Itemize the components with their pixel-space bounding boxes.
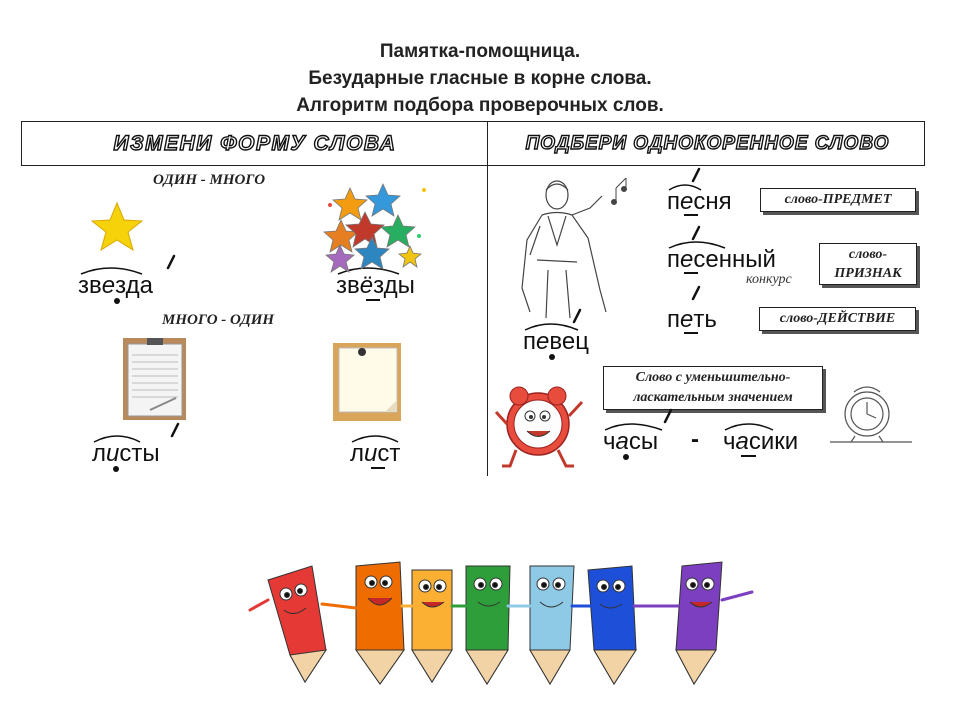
- root-arc-listy: [93, 435, 141, 443]
- dash: -: [691, 426, 699, 453]
- tag-adjective: слово- ПРИЗНАК: [819, 243, 917, 285]
- unstressed-dots: [113, 298, 629, 472]
- page-title: Памятка-помощница. Безударные гласные в …: [0, 38, 960, 119]
- left-column-header: ИЗМЕНИ ФОРМУ СЛОВА: [113, 131, 397, 155]
- tag-diminutive-line-1: Слово с уменьшительно-: [635, 370, 791, 385]
- right-column-header: ПОДБЕРИ ОДНОКОРЕННОЕ СЛОВО: [525, 132, 890, 154]
- singer-man-icon: [521, 180, 607, 319]
- word-pesenny: песенный: [667, 246, 776, 273]
- tag-diminutive-line-2: ласкательным значением: [633, 390, 793, 405]
- cartoon-pencils-icon: [248, 561, 754, 685]
- stress-listy: [170, 422, 180, 438]
- root-arc-chasy: [604, 423, 663, 431]
- root-arc-pesnya: [668, 184, 702, 191]
- root-arc-pesenny: [668, 241, 726, 249]
- column-divider: [487, 166, 488, 476]
- notepad-sheet-icon: [123, 338, 186, 420]
- dot-zvezda: [114, 298, 120, 304]
- columns-header-frame: [21, 121, 925, 166]
- dot-listy: [113, 466, 119, 472]
- stress-chasy: [663, 408, 673, 424]
- label-one-many: ОДИН - МНОГО: [153, 172, 266, 188]
- root-arc-list: [351, 435, 399, 443]
- word-zvyozdy: звёзды: [336, 272, 415, 299]
- stress-zvezda: [166, 254, 176, 270]
- stress-marks: [166, 167, 701, 438]
- root-arc-zvyozdy: [337, 267, 400, 275]
- word-list: лист: [350, 440, 401, 467]
- word-chasiki: часики: [723, 428, 799, 455]
- tag-adjective-line-1: слово-: [848, 247, 888, 262]
- title-line-3: Алгоритм подбора проверочных слов.: [296, 95, 664, 116]
- word-pet: петь: [667, 306, 717, 333]
- stress-pesnya: [691, 167, 701, 183]
- title-line-2: Безударные гласные в корне слова.: [308, 68, 652, 89]
- cartoon-alarm-clock-icon: [494, 386, 584, 468]
- small-clock-sketch-icon: [830, 386, 912, 443]
- root-arc-chasiki: [724, 423, 774, 431]
- tag-noun: слово-ПРЕДМЕТ: [760, 188, 916, 212]
- word-zvezda: звезда: [78, 272, 153, 299]
- title-line-1: Памятка-помощница.: [379, 41, 581, 62]
- dot-pevets: [549, 354, 555, 360]
- label-many-one: МНОГО - ОДИН: [162, 312, 275, 328]
- star-icon: [90, 201, 144, 252]
- stress-pet: [691, 285, 701, 301]
- root-arcs: [80, 184, 774, 443]
- music-notes-icon: [611, 177, 627, 205]
- stress-pesenny: [691, 225, 701, 241]
- tag-verb: слово-ДЕЙСТВИЕ: [759, 307, 916, 331]
- word-konkurs: конкурс: [746, 272, 792, 287]
- tag-diminutive: Слово с уменьшительно- ласкательным знач…: [603, 366, 823, 410]
- root-arc-pevets: [524, 323, 579, 331]
- word-listy: листы: [92, 440, 160, 467]
- stars-cluster-icon: [323, 183, 422, 273]
- sticky-note-icon: [333, 343, 401, 421]
- root-arc-zvezda: [80, 267, 143, 275]
- stars-sparkles: [328, 188, 426, 238]
- check-underlines: [366, 214, 756, 469]
- word-pesnya: песня: [667, 188, 732, 215]
- dot-chasy: [623, 454, 629, 460]
- tag-adjective-line-2: ПРИЗНАК: [834, 266, 902, 281]
- word-chasy: часы: [603, 428, 659, 455]
- stress-pevets: [572, 308, 582, 324]
- header-divider: [487, 121, 488, 166]
- word-pevets: певец: [523, 328, 589, 355]
